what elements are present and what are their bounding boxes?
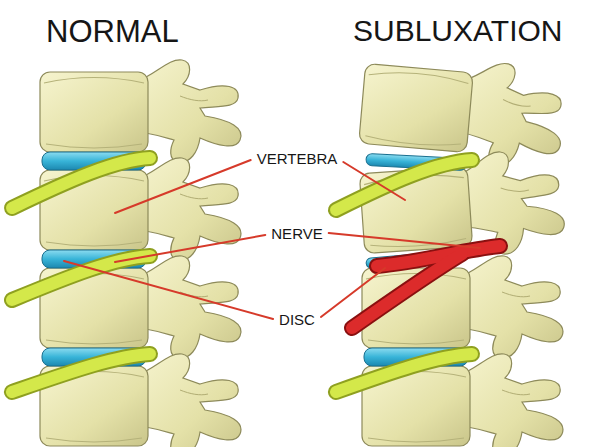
leader-line: [343, 162, 405, 200]
vertebra: [40, 60, 241, 162]
leader-line: [329, 233, 480, 248]
leader-line: [64, 261, 273, 319]
part-label: VERTEBRA: [257, 151, 338, 166]
pinched-nerve: [352, 246, 500, 328]
nerve: [336, 160, 472, 392]
leader-line: [115, 235, 265, 262]
part-label: NERVE: [271, 226, 322, 241]
leader-lines: [64, 160, 480, 319]
nerve: [12, 158, 150, 392]
leader-line: [115, 160, 251, 213]
part-label: DISC: [279, 312, 315, 327]
panel-heading: SUBLUXATION: [353, 16, 563, 46]
panel-heading: NORMAL: [46, 16, 179, 47]
leader-line: [321, 268, 385, 317]
subluxated-spine: [336, 51, 567, 447]
normal-spine: [12, 60, 241, 447]
